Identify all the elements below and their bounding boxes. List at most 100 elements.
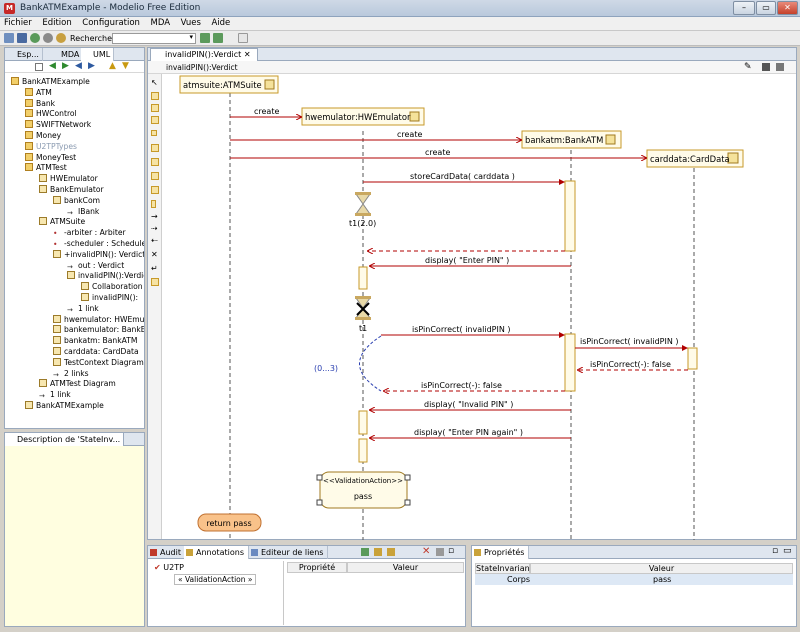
tree-item[interactable]: •-scheduler : Scheduler bbox=[53, 239, 144, 250]
tab-annotations[interactable]: Annotations bbox=[184, 546, 250, 559]
tree-item[interactable]: +invalidPIN(): Verdict bbox=[53, 249, 144, 261]
add-tag-icon[interactable] bbox=[387, 548, 395, 556]
tree-item[interactable]: TestContext Diagram bbox=[53, 357, 144, 369]
constraint-tool-icon[interactable] bbox=[151, 186, 159, 194]
add-stereotype-icon[interactable] bbox=[374, 548, 382, 556]
duration-constraint[interactable] bbox=[359, 335, 382, 392]
close-button[interactable]: ✕ bbox=[777, 1, 798, 15]
note-tool-icon[interactable] bbox=[151, 172, 159, 180]
tree-item[interactable]: →IBank bbox=[67, 207, 99, 218]
tree-item[interactable]: invalidPIN():Verdict bbox=[67, 271, 144, 282]
timeout-icon[interactable] bbox=[355, 296, 371, 320]
tree-item[interactable]: →1 link bbox=[39, 390, 71, 401]
state-invariant-tool-icon[interactable] bbox=[151, 144, 159, 152]
return-pass-node[interactable]: return pass bbox=[197, 513, 262, 532]
back-arrow-icon[interactable]: ◀ bbox=[49, 61, 56, 71]
tree-item[interactable]: bankatm: BankATM bbox=[53, 336, 137, 347]
tab-mda[interactable]: MDA bbox=[49, 48, 84, 61]
tree-item[interactable]: ATMTest bbox=[25, 163, 67, 174]
delete-icon[interactable]: ✕ bbox=[422, 546, 431, 557]
u2tp-node[interactable]: ✔ U2TP bbox=[154, 563, 184, 572]
menu-edition[interactable]: Edition bbox=[42, 18, 72, 28]
tree-item[interactable]: bankemulator: BankE bbox=[53, 325, 144, 336]
reply-message-icon[interactable]: ⇠ bbox=[151, 236, 158, 245]
save-icon[interactable] bbox=[17, 33, 27, 43]
tab-espace[interactable]: Esp... bbox=[5, 48, 43, 61]
tree-item[interactable]: ATMSuite bbox=[39, 217, 85, 228]
execution-tool-icon[interactable] bbox=[151, 200, 156, 208]
tree-item[interactable]: SWIFTNetwork bbox=[25, 120, 91, 131]
tab-proprietes[interactable]: Propriétés bbox=[472, 546, 530, 559]
menu-mda[interactable]: MDA bbox=[150, 18, 171, 28]
tab-editeur-de-liens[interactable]: Editeur de liens bbox=[249, 546, 329, 559]
back-icon[interactable] bbox=[200, 33, 210, 43]
down-arrow-icon[interactable]: ▼ bbox=[122, 61, 129, 71]
search-icon[interactable] bbox=[56, 33, 66, 43]
new-project-icon[interactable] bbox=[4, 33, 14, 43]
save-diagram-icon[interactable] bbox=[762, 63, 770, 71]
tree-item[interactable]: Bank bbox=[25, 98, 55, 110]
minimize-panel-icon[interactable]: ▫ bbox=[448, 546, 455, 556]
tree-item[interactable]: carddata: CardData bbox=[53, 347, 139, 358]
back-icon[interactable]: ◀ bbox=[75, 61, 82, 71]
document-icon[interactable] bbox=[238, 33, 248, 43]
tree-item[interactable]: →2 links bbox=[53, 369, 89, 380]
move-icon[interactable] bbox=[436, 548, 444, 556]
tree-item[interactable]: →1 link bbox=[67, 304, 99, 315]
menu-configuration[interactable]: Configuration bbox=[82, 18, 140, 28]
async-message-icon[interactable]: ⇢ bbox=[151, 224, 158, 233]
destroy-icon[interactable]: ✕ bbox=[151, 250, 158, 259]
tree-item[interactable]: MoneyTest bbox=[25, 152, 76, 164]
print-icon[interactable] bbox=[776, 63, 784, 71]
select-tool-icon[interactable]: ↖ bbox=[151, 78, 158, 87]
tree-item[interactable]: BankATMExample bbox=[25, 401, 104, 412]
hwemulator-activation-2[interactable] bbox=[358, 410, 368, 435]
tree-item[interactable]: BankEmulator bbox=[39, 185, 104, 196]
tree-item[interactable]: bankCom bbox=[53, 195, 100, 207]
menu-fichier[interactable]: Fichier bbox=[4, 18, 32, 28]
tab-audit[interactable]: Audit bbox=[148, 546, 186, 559]
settings-icon[interactable] bbox=[43, 33, 53, 43]
minimize-button[interactable]: – bbox=[733, 1, 755, 15]
validationaction-node[interactable]: « ValidationAction » bbox=[174, 574, 257, 585]
tree-item[interactable]: BankATMExample bbox=[11, 77, 90, 88]
sync-message-icon[interactable]: → bbox=[151, 212, 158, 221]
gate-tool-icon[interactable] bbox=[151, 130, 157, 136]
refresh-icon[interactable] bbox=[30, 33, 40, 43]
validation-action[interactable]: <<ValidationAction>> pass bbox=[316, 471, 411, 509]
tree-item[interactable]: ATMTest Diagram bbox=[39, 379, 116, 390]
tree-item[interactable]: Money bbox=[25, 131, 61, 142]
lifeline-atmsuite[interactable]: atmsuite:ATMSuite bbox=[179, 75, 279, 94]
tab-invalidpin-verdict[interactable]: invalidPIN():Verdict ✕ bbox=[150, 48, 258, 61]
tab-description[interactable]: Description de 'StateInv... bbox=[5, 433, 125, 446]
hwemulator-activation-1[interactable] bbox=[358, 266, 368, 290]
collapse-icon[interactable] bbox=[35, 63, 43, 71]
lifeline-bankatm[interactable]: bankatm:BankATM bbox=[521, 130, 622, 149]
add-annotation-icon[interactable] bbox=[361, 548, 369, 556]
interaction-use-tool-icon[interactable] bbox=[151, 104, 159, 112]
edit-pencil-icon[interactable]: ✎ bbox=[744, 62, 752, 72]
lifeline-hwemulator[interactable]: hwemulator:HWEmulator bbox=[301, 107, 425, 126]
tree-item[interactable]: ATM bbox=[25, 87, 52, 99]
lifeline-tool-icon[interactable] bbox=[151, 92, 159, 100]
menu-vues[interactable]: Vues bbox=[180, 18, 201, 28]
tree-item[interactable]: hwemulator: HWEmu bbox=[53, 314, 144, 326]
forward-arrow-icon[interactable]: ▶ bbox=[62, 61, 69, 71]
close-tab-icon[interactable]: ✕ bbox=[243, 50, 251, 59]
search-input[interactable]: ▾ bbox=[112, 33, 196, 44]
forward-icon[interactable]: ▶ bbox=[88, 61, 95, 71]
menu-aide[interactable]: Aide bbox=[211, 18, 231, 28]
tree-item[interactable]: U2TPTypes bbox=[25, 141, 77, 153]
tab-uml[interactable]: UML bbox=[81, 48, 115, 61]
tree-item[interactable]: •-arbiter : Arbiter bbox=[53, 228, 126, 239]
timer-tool-icon[interactable] bbox=[151, 158, 159, 166]
tree-item[interactable]: HWEmulator bbox=[39, 174, 98, 185]
forward-icon[interactable] bbox=[213, 33, 223, 43]
tree-item[interactable]: →out : Verdict bbox=[67, 261, 124, 272]
minimize-panel-icon[interactable]: ▫ bbox=[772, 546, 779, 556]
up-arrow-icon[interactable]: ▲ bbox=[109, 61, 116, 71]
link-icon[interactable] bbox=[151, 278, 159, 286]
timer-icon[interactable] bbox=[355, 192, 371, 216]
lifeline-carddata[interactable]: carddata:CardData bbox=[646, 149, 744, 168]
properties-row[interactable]: Corps pass bbox=[475, 574, 793, 585]
